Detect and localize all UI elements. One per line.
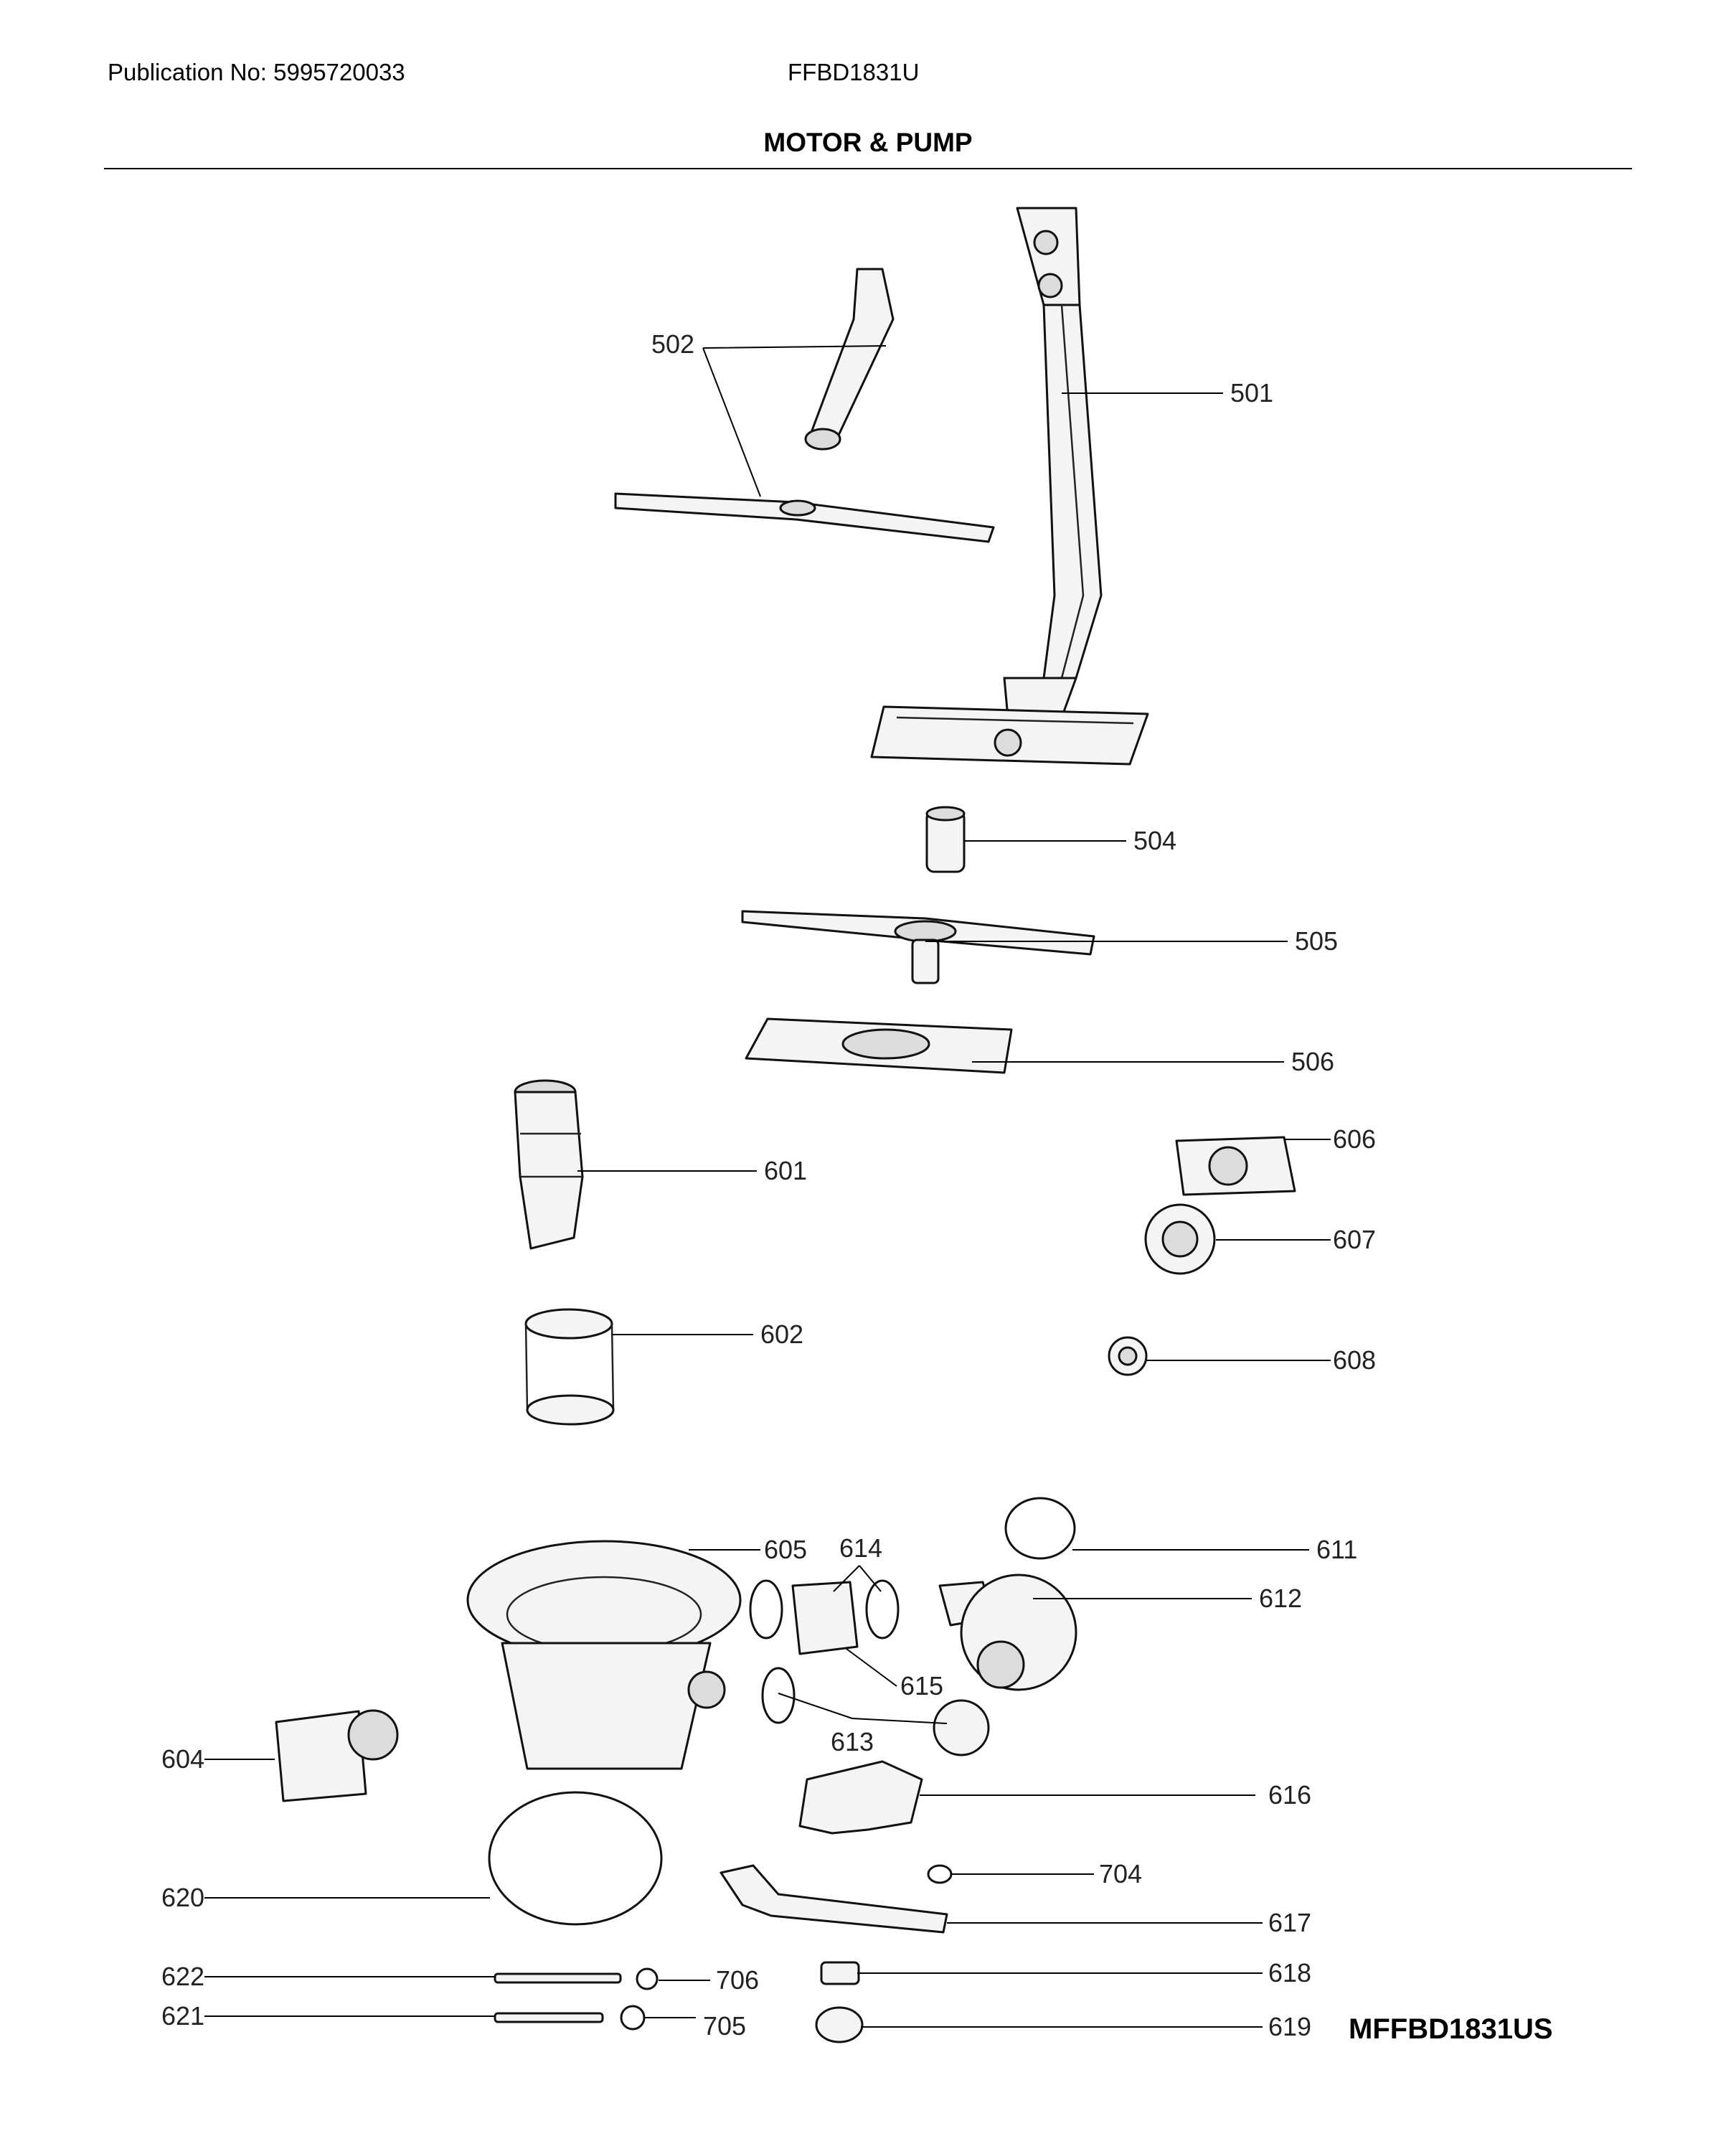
label-608: 608 <box>1333 1345 1376 1375</box>
label-620: 620 <box>161 1883 204 1912</box>
label-606: 606 <box>1333 1124 1376 1154</box>
label-504: 504 <box>1133 826 1176 855</box>
label-706: 706 <box>716 1965 759 1995</box>
part-607-pump-housing[interactable] <box>1144 1203 1216 1275</box>
label-611: 611 <box>1316 1535 1357 1564</box>
part-608-impeller-seal[interactable] <box>1108 1336 1148 1376</box>
label-613: 613 <box>831 1727 874 1756</box>
part-705-clamp[interactable] <box>620 2005 646 2031</box>
part-616-elbow-hose[interactable] <box>798 1760 923 1835</box>
label-619: 619 <box>1268 2012 1311 2041</box>
label-614: 614 <box>839 1533 882 1563</box>
part-506-filter-plate[interactable] <box>745 1017 1013 1074</box>
part-504-connector[interactable] <box>925 806 966 873</box>
label-612: 612 <box>1259 1584 1302 1613</box>
part-505-lower-spray-arm[interactable] <box>741 910 1095 984</box>
label-704: 704 <box>1099 1859 1142 1888</box>
label-615: 615 <box>900 1671 943 1700</box>
label-601: 601 <box>764 1156 807 1185</box>
part-611-gasket[interactable] <box>1004 1497 1076 1560</box>
part-617-drain-hose[interactable] <box>720 1864 948 1934</box>
part-621-rod[interactable] <box>494 2012 604 2023</box>
part-606-motor[interactable] <box>1175 1136 1296 1196</box>
part-614-615-hose[interactable] <box>749 1579 900 1655</box>
model-number: FFBD1831U <box>788 59 920 85</box>
part-613-clamps[interactable] <box>761 1667 990 1756</box>
part-602-mesh-filter[interactable] <box>524 1308 615 1426</box>
part-604-drain-pump[interactable] <box>275 1709 399 1802</box>
label-506: 506 <box>1291 1047 1334 1076</box>
label-604: 604 <box>161 1744 204 1774</box>
part-502-spray-arm[interactable] <box>614 268 995 543</box>
label-705: 705 <box>703 2011 746 2041</box>
part-612-pump-housing[interactable] <box>938 1573 1077 1691</box>
label-605: 605 <box>764 1535 807 1564</box>
label-602: 602 <box>760 1319 803 1349</box>
part-601-filter-assembly[interactable] <box>514 1079 584 1250</box>
part-605-sump[interactable] <box>466 1540 742 1770</box>
label-622: 622 <box>161 1962 204 1991</box>
label-502: 502 <box>651 329 694 359</box>
publication-number: Publication No: 5995720033 <box>108 59 405 85</box>
part-620-sump-gasket[interactable] <box>488 1791 663 1926</box>
label-505: 505 <box>1295 926 1338 956</box>
part-618-fitting[interactable] <box>820 1961 860 1985</box>
label-501: 501 <box>1230 378 1273 408</box>
part-706-clamp[interactable] <box>636 1967 659 1990</box>
part-501-supply-tube[interactable] <box>870 207 1149 766</box>
part-622-rod[interactable] <box>494 1972 622 1984</box>
label-617: 617 <box>1268 1908 1311 1937</box>
label-621: 621 <box>161 2001 204 2031</box>
label-618: 618 <box>1268 1958 1311 1987</box>
page-title: MOTOR & PUMP <box>763 128 973 157</box>
header-divider <box>104 168 1632 169</box>
part-704-clamp[interactable] <box>927 1864 953 1884</box>
leader-lines <box>204 345 1331 2028</box>
label-607: 607 <box>1333 1225 1376 1254</box>
label-616: 616 <box>1268 1780 1311 1810</box>
part-619-valve[interactable] <box>815 2006 864 2043</box>
diagram-code: MFFBD1831US <box>1349 2013 1553 2045</box>
